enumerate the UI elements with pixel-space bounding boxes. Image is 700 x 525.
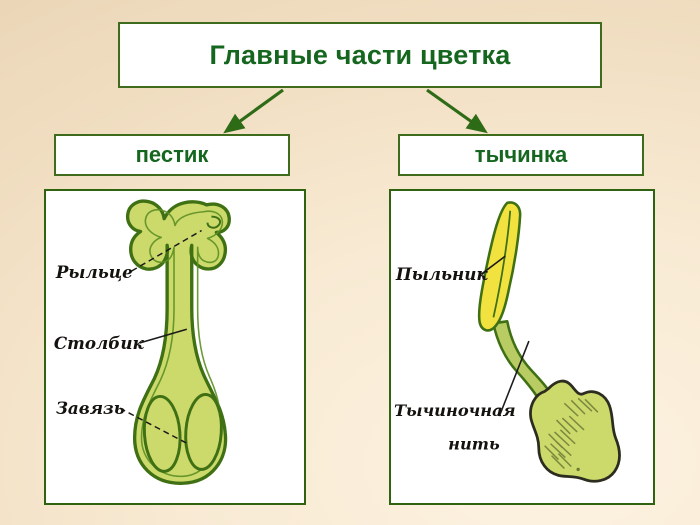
stamen-part-label-filament-line1: Тычиночная: [394, 401, 516, 420]
stamen-base-shape: [529, 379, 621, 483]
leader-line-ovary: [119, 407, 189, 445]
base-hatching: [544, 397, 599, 469]
leader-line-style: [139, 328, 188, 344]
pistil-part-label-stigma: Рыльце: [55, 262, 133, 282]
branch-label-pistil-text: пестик: [135, 142, 209, 167]
stigma-swirl: [206, 215, 222, 229]
leader-line-filament: [498, 340, 530, 417]
branch-label-pistil: пестик: [54, 134, 290, 176]
title-box: Главные части цветка: [118, 22, 602, 88]
ovules: [142, 392, 223, 473]
arrow-to-stamen: [426, 88, 488, 134]
ovule-right: [184, 392, 223, 471]
branch-label-stamen: тычинка: [398, 134, 644, 176]
base-dot: [576, 467, 580, 472]
stamen-base-outline: [529, 379, 621, 483]
stamen-part-label-filament-line2: нить: [448, 435, 500, 454]
arrow-to-pistil: [223, 88, 284, 134]
ovule-left: [142, 394, 182, 473]
pistil-part-label-style: Столбик: [54, 333, 145, 353]
anther-suture: [492, 210, 512, 318]
stamen-diagram-panel: Пыльник Тычиночная нить: [389, 189, 655, 505]
leader-line-anther: [481, 255, 506, 275]
page-title: Главные части цветка: [209, 39, 511, 70]
pistil-inner-contour: [140, 208, 224, 478]
pistil-diagram-panel: Рыльце Столбик Завязь: [44, 189, 306, 505]
branch-label-stamen-text: тычинка: [474, 142, 568, 167]
pistil-part-label-ovary: Завязь: [56, 398, 125, 418]
leader-line-stigma: [131, 229, 202, 272]
anther-shape: [477, 201, 522, 332]
stamen-part-label-anther: Пыльник: [395, 264, 488, 284]
filament-shape: [492, 320, 554, 404]
